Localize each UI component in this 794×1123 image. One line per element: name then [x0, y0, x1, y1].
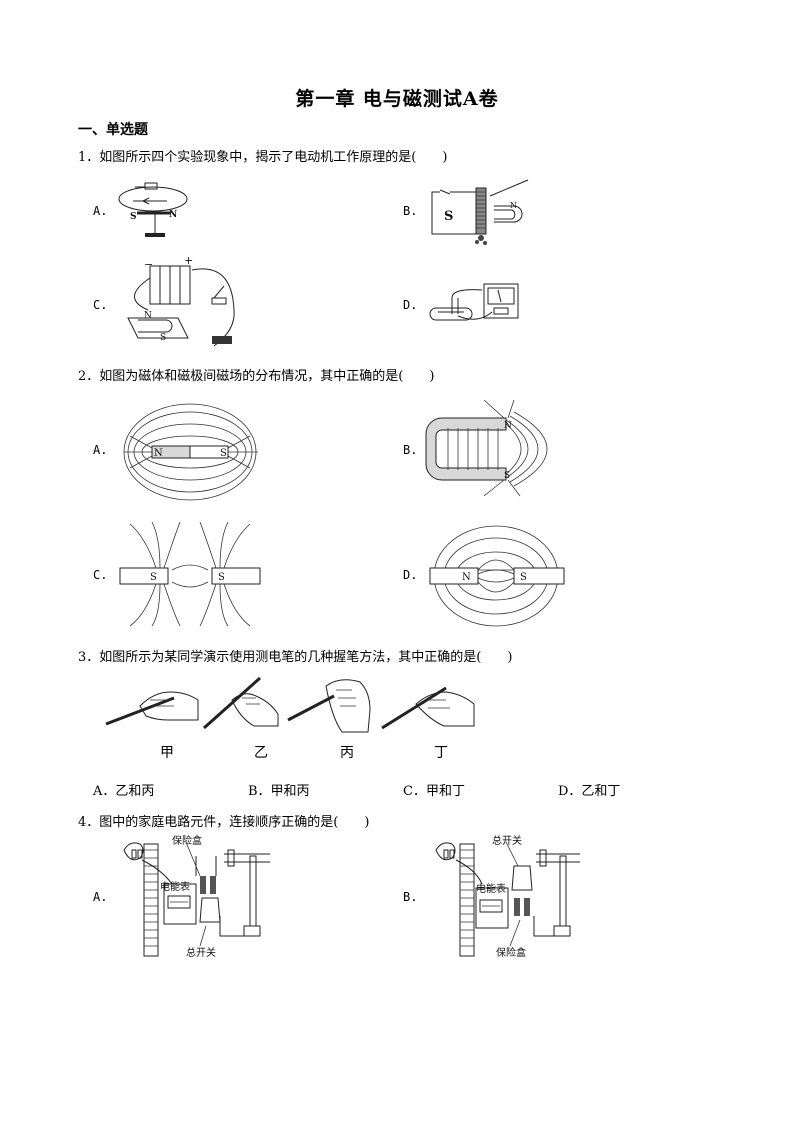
q2-figure-a-bar-magnet-field: N S: [123, 403, 258, 501]
q4b-meter-label: 电能表: [476, 882, 506, 895]
q2c-s-left-label: S: [150, 572, 157, 583]
question-1-stem: 1．如图所示四个实验现象中，揭示了电动机工作原理的是( ): [78, 150, 448, 165]
q1-figure-b-electromagnet: S N: [431, 179, 529, 245]
svg-text:−: −: [144, 258, 153, 271]
q1c-s-label: S: [160, 333, 166, 343]
q4a-meter-label: 电能表: [160, 880, 190, 893]
page-title: 第一章 电与磁测试A卷: [295, 88, 499, 110]
q2-figure-c-like-poles: S S: [119, 521, 261, 627]
q3-choice-d[interactable]: D．乙和丁: [558, 784, 621, 799]
q2a-n-label: N: [154, 448, 163, 459]
q2b-n-label: N: [504, 421, 512, 431]
q3-label-ding: 丁: [434, 745, 448, 761]
q3-figure-yi-grip: [203, 676, 279, 730]
q4-figure-a-circuit: 保险盒 电能表 总开关: [123, 834, 270, 959]
q2d-n-label: N: [462, 572, 471, 583]
q4-option-a-label[interactable]: A.: [93, 890, 108, 904]
q1a-s-label: S: [130, 212, 137, 222]
q2c-s-right-label: S: [218, 572, 225, 583]
q2-figure-d-unlike-poles: N S: [429, 525, 565, 627]
q1-option-c-label[interactable]: C.: [93, 298, 108, 312]
q4-figure-b-circuit: 总开关 电能表 保险盒: [435, 834, 580, 959]
q2-option-a-label[interactable]: A.: [93, 443, 108, 457]
q1-option-a-label[interactable]: A.: [93, 204, 108, 218]
q1-option-d-label[interactable]: D.: [403, 298, 418, 312]
question-3-stem: 3．如图所示为某同学演示使用测电笔的几种握笔方法，其中正确的是( ): [78, 650, 513, 665]
q4b-fuse-box-label: 保险盒: [496, 946, 526, 959]
q2b-s-label: S: [504, 471, 510, 481]
question-2-stem: 2．如图为磁体和磁极间磁场的分布情况，其中正确的是( ): [78, 369, 435, 384]
q1a-n-label: N: [169, 210, 177, 220]
svg-text:+: +: [184, 254, 193, 267]
q3-label-jia: 甲: [160, 745, 174, 761]
q3-label-bing: 丙: [340, 745, 354, 761]
q1-option-b-label[interactable]: B.: [403, 204, 418, 218]
q3-label-yi: 乙: [254, 745, 268, 761]
q3-choice-b[interactable]: B．甲和丙: [248, 784, 310, 799]
q2-option-c-label[interactable]: C.: [93, 568, 108, 582]
q1-figure-a-oersted-experiment: S N: [118, 182, 188, 237]
q2-option-b-label[interactable]: B.: [403, 443, 418, 457]
q1b-s-label: S: [444, 209, 453, 224]
q2a-s-label: S: [220, 448, 227, 459]
q1c-n-label: N: [144, 311, 152, 321]
q1b-n-label: N: [510, 201, 517, 210]
q1-figure-c-motor-rails: − + N S: [127, 254, 235, 347]
section-heading: 一、单选题: [78, 122, 148, 138]
q3-figure-bing-grip: [287, 679, 371, 733]
q4b-main-switch-label: 总开关: [492, 834, 522, 847]
q3-figure-ding-grip: [381, 686, 475, 730]
q3-choice-c[interactable]: C．甲和丁: [403, 784, 465, 799]
q4a-fuse-box-label: 保险盒: [172, 834, 202, 847]
question-4-stem: 4．图中的家庭电路元件，连接顺序正确的是( ): [78, 815, 370, 830]
q4a-main-switch-label: 总开关: [186, 946, 216, 959]
q1-figure-d-generator: [429, 283, 519, 321]
q2d-s-label: S: [520, 572, 527, 583]
q4-option-b-label[interactable]: B.: [403, 890, 418, 904]
q2-option-d-label[interactable]: D.: [403, 568, 418, 582]
q3-choice-a[interactable]: A．乙和丙: [93, 784, 155, 799]
q3-figure-jia-grip: [105, 691, 199, 726]
q2-figure-b-horseshoe-field: N S: [425, 399, 548, 497]
